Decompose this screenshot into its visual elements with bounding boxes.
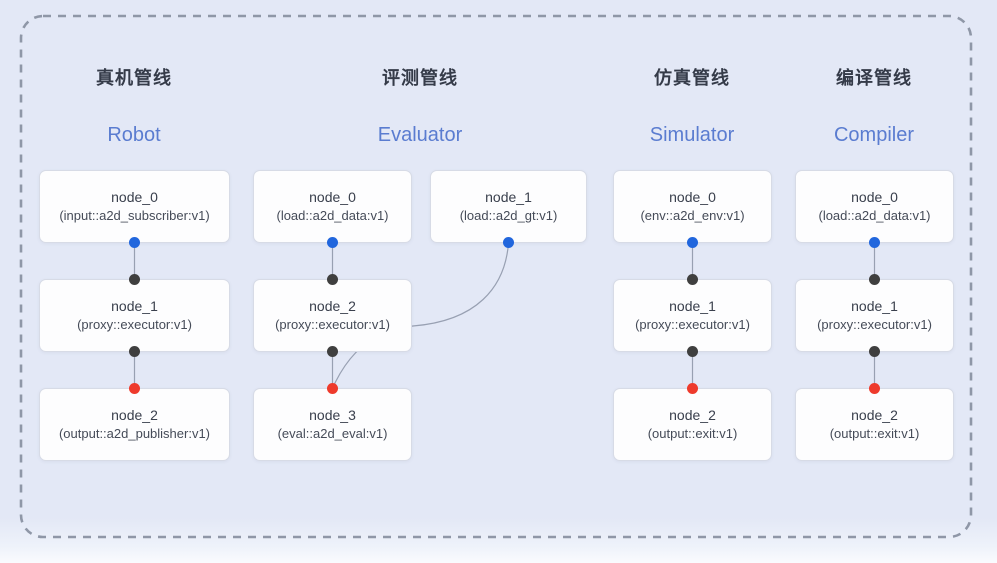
output-port-dot [687, 382, 698, 394]
node-box-robot-node2: node_2 (output::a2d_publisher:v1) [39, 388, 230, 461]
node-box-compiler-node2: node_2 (output::exit:v1) [795, 388, 954, 461]
node-name: node_2 [669, 406, 716, 423]
pipeline-title-zh-robot: 真机管线 [96, 68, 172, 88]
node-type: (output::exit:v1) [647, 426, 738, 442]
node-name: node_2 [111, 406, 158, 423]
node-name: node_2 [309, 297, 356, 314]
pipeline-title-en-robot: Robot [107, 124, 161, 146]
node-box-evaluator-node3: node_3 (eval::a2d_eval:v1) [253, 388, 412, 461]
node-type: (proxy::executor:v1) [817, 317, 932, 333]
node-name: node_0 [669, 188, 716, 205]
node-box-robot-node1: node_1 (proxy::executor:v1) [39, 279, 230, 352]
input-port-dot [869, 237, 880, 248]
exec-port-dot [129, 346, 140, 357]
node-type: (output::a2d_publisher:v1) [58, 426, 211, 442]
input-port-dot [503, 237, 514, 248]
node-box-compiler-node0: node_0 (load::a2d_data:v1) [795, 170, 954, 243]
exec-port-dot [129, 273, 140, 285]
output-port-dot [129, 382, 140, 394]
node-type: (eval::a2d_eval:v1) [277, 426, 388, 442]
node-box-robot-node0: node_0 (input::a2d_subscriber:v1) [39, 170, 230, 243]
node-name: node_1 [851, 297, 898, 314]
node-type: (env::a2d_env:v1) [640, 208, 745, 224]
input-port-dot [327, 237, 338, 248]
node-box-evaluator-node2: node_2 (proxy::executor:v1) [253, 279, 412, 352]
output-port-dot [869, 382, 880, 394]
exec-port-dot [869, 273, 880, 285]
node-name: node_0 [111, 188, 158, 205]
node-name: node_1 [111, 297, 158, 314]
exec-port-dot [327, 273, 338, 285]
pipeline-title-en-compiler: Compiler [833, 124, 915, 146]
node-name: node_3 [309, 406, 356, 423]
node-type: (proxy::executor:v1) [77, 317, 192, 333]
exec-port-dot [687, 346, 698, 357]
node-name: node_1 [485, 188, 532, 205]
node-name: node_1 [669, 297, 716, 314]
node-type: (load::a2d_data:v1) [818, 208, 931, 224]
input-port-dot [129, 237, 140, 248]
node-box-simulator-node0: node_0 (env::a2d_env:v1) [613, 170, 772, 243]
input-port-dot [687, 237, 698, 248]
node-box-simulator-node1: node_1 (proxy::executor:v1) [613, 279, 772, 352]
node-name: node_2 [851, 406, 898, 423]
exec-port-dot [327, 346, 338, 357]
node-type: (output::exit:v1) [829, 426, 920, 442]
pipeline-group-border [19, 14, 973, 539]
node-type: (proxy::executor:v1) [635, 317, 750, 333]
node-type: (input::a2d_subscriber:v1) [59, 208, 210, 224]
node-box-simulator-node2: node_2 (output::exit:v1) [613, 388, 772, 461]
node-name: node_0 [851, 188, 898, 205]
pipeline-title-zh-simulator: 仿真管线 [654, 68, 730, 88]
node-box-evaluator-node1: node_1 (load::a2d_gt:v1) [430, 170, 587, 243]
exec-port-dot [869, 346, 880, 357]
node-type: (proxy::executor:v1) [275, 317, 390, 333]
pipeline-title-en-evaluator: Evaluator [377, 124, 463, 146]
node-name: node_0 [309, 188, 356, 205]
exec-port-dot [687, 273, 698, 285]
pipeline-title-zh-evaluator: 评测管线 [382, 68, 458, 88]
node-box-compiler-node1: node_1 (proxy::executor:v1) [795, 279, 954, 352]
node-box-evaluator-node0: node_0 (load::a2d_data:v1) [253, 170, 412, 243]
pipeline-title-zh-compiler: 编译管线 [836, 68, 912, 88]
pipeline-title-en-simulator: Simulator [649, 124, 735, 146]
node-type: (load::a2d_data:v1) [276, 208, 389, 224]
output-port-dot [327, 382, 338, 394]
node-type: (load::a2d_gt:v1) [459, 208, 558, 224]
